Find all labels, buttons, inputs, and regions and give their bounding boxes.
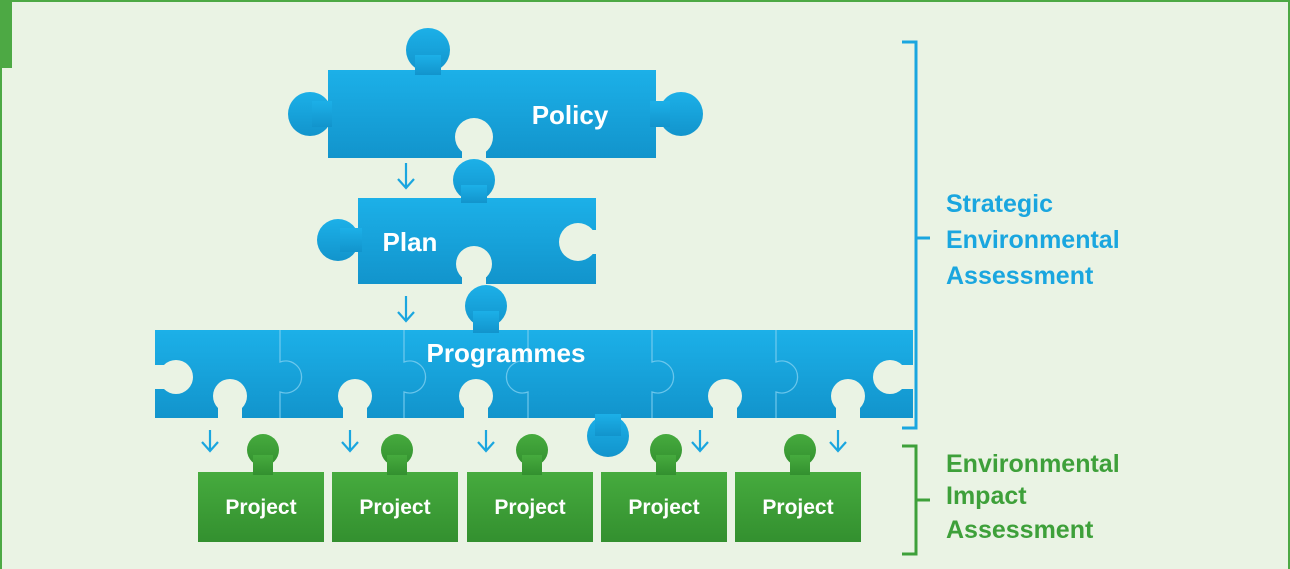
project-piece: Project xyxy=(198,434,324,542)
down-arrow-icon xyxy=(691,430,709,453)
down-arrow-icon xyxy=(477,430,495,453)
project-piece: Project xyxy=(601,434,727,542)
corner-tab xyxy=(0,0,12,68)
down-arrow-icon xyxy=(201,430,219,453)
down-arrow-icon xyxy=(341,430,359,453)
project-label: Project xyxy=(494,496,565,519)
project-piece: Project xyxy=(467,434,593,542)
sea-bracket xyxy=(902,40,930,430)
project-label: Project xyxy=(359,496,430,519)
plan-label: Plan xyxy=(383,227,438,257)
project-label: Project xyxy=(628,496,699,519)
eia-bracket xyxy=(902,444,930,556)
down-arrow-icon xyxy=(397,296,415,323)
sea-label-line-1: Strategic xyxy=(946,190,1053,218)
down-arrow-icon xyxy=(829,430,847,453)
project-label: Project xyxy=(225,496,296,519)
eia-label-line-2: Impact xyxy=(946,482,1027,510)
project-label: Project xyxy=(762,496,833,519)
project-piece: Project xyxy=(332,434,458,542)
policy-label: Policy xyxy=(532,100,609,130)
sea-label-line-2: Environmental xyxy=(946,226,1120,254)
policy-piece: Policy xyxy=(288,28,703,160)
programmes-piece: Programmes xyxy=(150,285,917,457)
sea-label-line-3: Assessment xyxy=(946,262,1094,290)
project-piece: Project xyxy=(735,434,861,542)
down-arrow-icon xyxy=(397,163,415,190)
programmes-label: Programmes xyxy=(427,338,586,368)
plan-piece: Plan xyxy=(317,159,600,287)
eia-label-line-3: Assessment xyxy=(946,516,1094,544)
eia-label-line-1: Environmental xyxy=(946,450,1120,478)
